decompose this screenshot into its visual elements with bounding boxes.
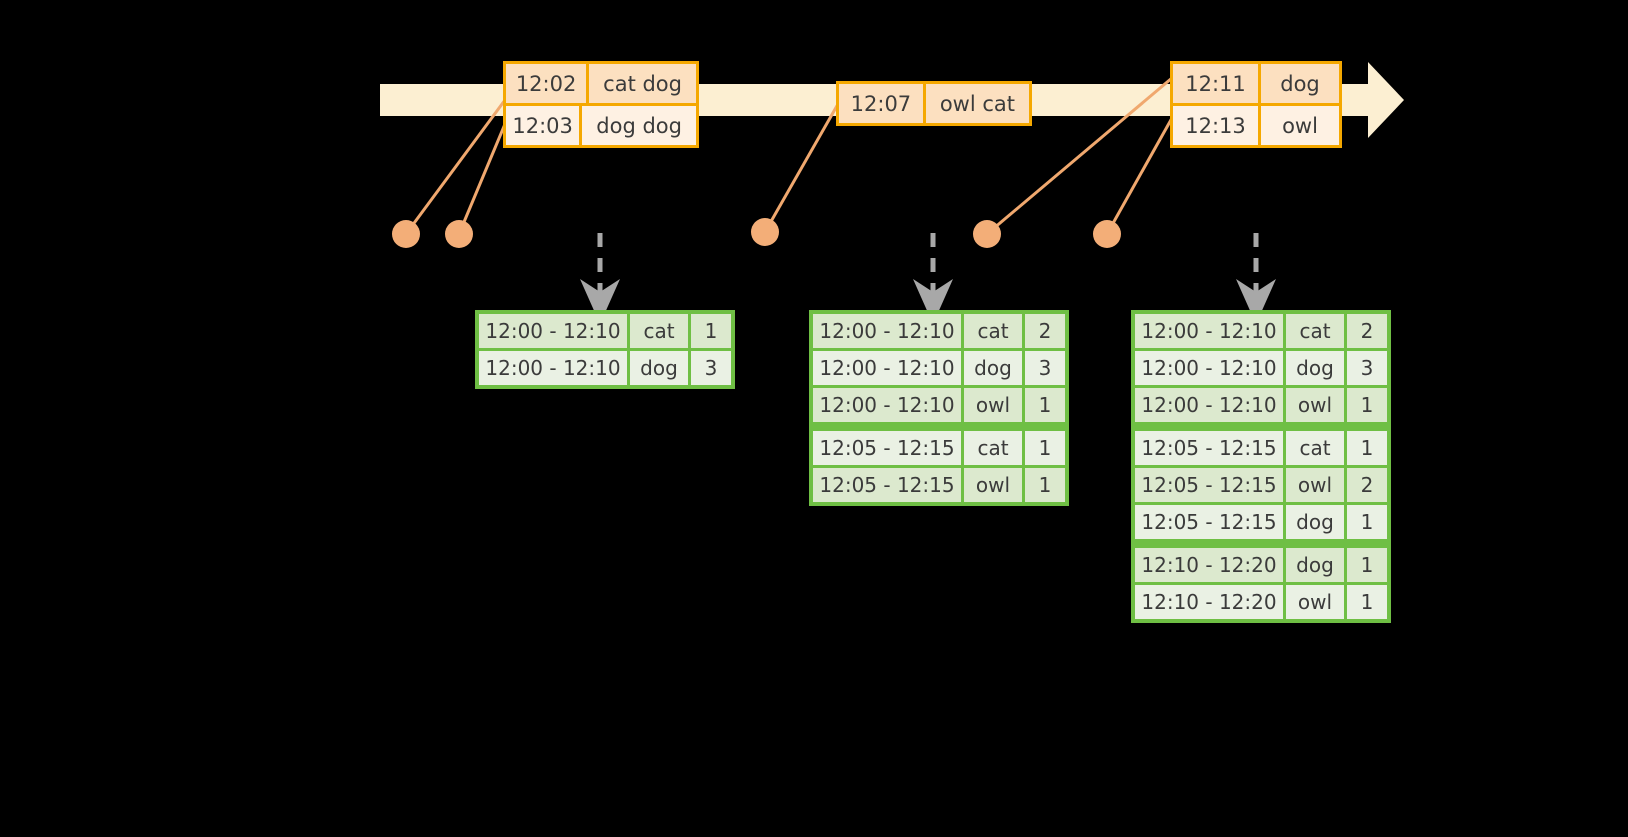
window-cell: 12:00 - 12:10 [813, 314, 961, 348]
count-cell: 2 [1025, 314, 1065, 348]
key-cell: owl [1286, 585, 1344, 619]
key-cell: cat [630, 314, 688, 348]
table-row[interactable]: 12:05 - 12:15 owl 1 [813, 468, 1065, 502]
window-cell: 12:00 - 12:10 [1135, 351, 1283, 385]
event-box-2[interactable]: 12:07 owl cat [836, 81, 1032, 126]
window-cell: 12:00 - 12:10 [479, 314, 627, 348]
table-row[interactable]: 12:05 - 12:15 owl 2 [1135, 468, 1387, 502]
count-cell: 3 [1025, 351, 1065, 385]
result-table-2[interactable]: 12:00 - 12:10 cat 2 12:00 - 12:10 dog 3 … [809, 310, 1069, 506]
count-cell: 2 [1347, 314, 1387, 348]
window-cell: 12:05 - 12:15 [1135, 505, 1283, 539]
count-cell: 1 [1347, 388, 1387, 422]
event-time: 12:07 [839, 84, 926, 123]
event-row[interactable]: 12:11 dog [1173, 64, 1339, 103]
count-cell: 1 [1025, 431, 1065, 465]
dashed-arrows [580, 233, 1276, 325]
key-cell: owl [964, 388, 1022, 422]
table-row[interactable]: 12:00 - 12:10 owl 1 [813, 388, 1065, 422]
event-time: 12:13 [1173, 106, 1261, 145]
key-cell: cat [964, 431, 1022, 465]
key-cell: dog [1286, 548, 1344, 582]
key-cell: dog [964, 351, 1022, 385]
count-cell: 1 [1347, 548, 1387, 582]
count-cell: 1 [1025, 468, 1065, 502]
event-row[interactable]: 12:13 owl [1173, 103, 1339, 145]
count-cell: 1 [1347, 585, 1387, 619]
table-row[interactable]: 12:00 - 12:10 dog 3 [479, 351, 731, 385]
window-cell: 12:10 - 12:20 [1135, 585, 1283, 619]
count-cell: 3 [691, 351, 731, 385]
key-cell: cat [1286, 314, 1344, 348]
count-cell: 1 [1347, 505, 1387, 539]
window-cell: 12:00 - 12:10 [813, 351, 961, 385]
table-row[interactable]: 12:00 - 12:10 dog 3 [813, 351, 1065, 385]
table-row[interactable]: 12:10 - 12:20 owl 1 [1135, 585, 1387, 619]
window-cell: 12:00 - 12:10 [479, 351, 627, 385]
event-row[interactable]: 12:07 owl cat [839, 84, 1029, 123]
dot-4 [973, 220, 1001, 248]
event-time: 12:11 [1173, 64, 1261, 103]
group-separator [1135, 425, 1387, 428]
table-row[interactable]: 12:05 - 12:15 cat 1 [813, 431, 1065, 465]
connector-line-2 [457, 123, 507, 235]
window-cell: 12:00 - 12:10 [813, 388, 961, 422]
connector-line-3 [763, 103, 840, 233]
event-words: cat dog [589, 64, 696, 103]
table-row[interactable]: 12:00 - 12:10 cat 2 [813, 314, 1065, 348]
table-row[interactable]: 12:05 - 12:15 dog 1 [1135, 505, 1387, 539]
connector-dots [392, 218, 1121, 248]
key-cell: cat [1286, 431, 1344, 465]
window-cell: 12:05 - 12:15 [813, 431, 961, 465]
key-cell: dog [1286, 351, 1344, 385]
event-time: 12:03 [506, 106, 583, 145]
window-cell: 12:05 - 12:15 [1135, 468, 1283, 502]
table-row[interactable]: 12:00 - 12:10 cat 1 [479, 314, 731, 348]
event-words: owl cat [925, 84, 1029, 123]
count-cell: 1 [1347, 431, 1387, 465]
table-row[interactable]: 12:00 - 12:10 dog 3 [1135, 351, 1387, 385]
connector-line-1 [404, 99, 507, 235]
count-cell: 1 [1025, 388, 1065, 422]
key-cell: owl [1286, 468, 1344, 502]
group-separator [813, 425, 1065, 428]
event-words: dog [1261, 64, 1339, 103]
count-cell: 2 [1347, 468, 1387, 502]
event-words: dog dog [582, 106, 696, 145]
result-table-3[interactable]: 12:00 - 12:10 cat 2 12:00 - 12:10 dog 3 … [1131, 310, 1391, 623]
window-cell: 12:00 - 12:10 [1135, 314, 1283, 348]
table-row[interactable]: 12:05 - 12:15 cat 1 [1135, 431, 1387, 465]
key-cell: owl [964, 468, 1022, 502]
event-row[interactable]: 12:02 cat dog [506, 64, 696, 103]
result-table-1[interactable]: 12:00 - 12:10 cat 1 12:00 - 12:10 dog 3 [475, 310, 735, 389]
dot-1 [392, 220, 420, 248]
event-time: 12:02 [506, 64, 590, 103]
event-box-1[interactable]: 12:02 cat dog 12:03 dog dog [503, 61, 699, 148]
key-cell: owl [1286, 388, 1344, 422]
window-cell: 12:10 - 12:20 [1135, 548, 1283, 582]
window-cell: 12:05 - 12:15 [1135, 431, 1283, 465]
dot-5 [1093, 220, 1121, 248]
dot-3 [751, 218, 779, 246]
key-cell: dog [630, 351, 688, 385]
table-row[interactable]: 12:00 - 12:10 owl 1 [1135, 388, 1387, 422]
table-row[interactable]: 12:10 - 12:20 dog 1 [1135, 548, 1387, 582]
event-box-3[interactable]: 12:11 dog 12:13 owl [1170, 61, 1342, 148]
event-row[interactable]: 12:03 dog dog [506, 103, 696, 145]
window-cell: 12:00 - 12:10 [1135, 388, 1283, 422]
table-row[interactable]: 12:00 - 12:10 cat 2 [1135, 314, 1387, 348]
connector-line-5 [1105, 117, 1174, 235]
key-cell: cat [964, 314, 1022, 348]
window-cell: 12:05 - 12:15 [813, 468, 961, 502]
event-words: owl [1261, 106, 1339, 145]
dot-2 [445, 220, 473, 248]
count-cell: 3 [1347, 351, 1387, 385]
key-cell: dog [1286, 505, 1344, 539]
group-separator [1135, 542, 1387, 545]
count-cell: 1 [691, 314, 731, 348]
